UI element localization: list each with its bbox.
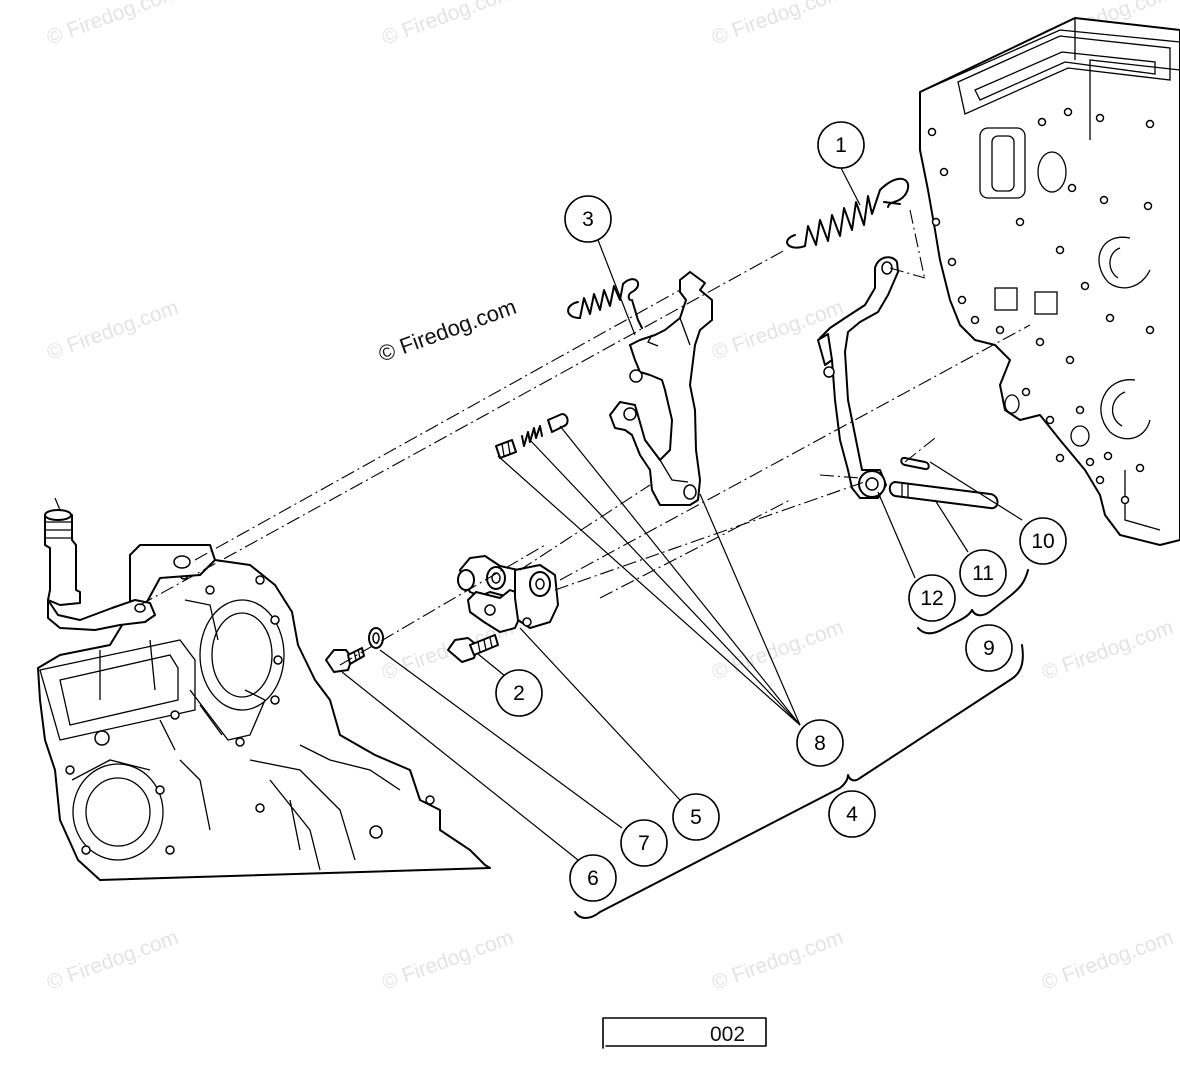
gear-case-housing <box>37 544 491 881</box>
callout-number: 3 <box>582 208 594 231</box>
callout-number: 4 <box>846 803 858 826</box>
callout-number: 6 <box>587 867 599 890</box>
watermark-text: © Firedog.com <box>1039 616 1177 685</box>
adjusting-screw-set <box>495 413 569 459</box>
alignment-lines <box>139 209 1031 666</box>
callout-circle <box>569 854 617 902</box>
watermark-text: © Firedog.com <box>379 926 517 995</box>
callout-number: 12 <box>920 587 943 610</box>
callout-2: 2 <box>495 669 543 717</box>
watermark-text: © Firedog.com <box>44 926 182 995</box>
callout-circle <box>828 790 876 838</box>
lever-bracket <box>457 555 559 633</box>
callout-9: 9 <box>965 624 1013 672</box>
callout-number: 7 <box>638 832 650 855</box>
callout-circle <box>495 669 543 717</box>
callout-number: 9 <box>983 637 995 660</box>
callout-4: 4 <box>828 790 876 838</box>
roll-pin <box>900 456 930 471</box>
callout-circle <box>672 793 720 841</box>
watermark-text: © Firedog.com <box>709 926 847 995</box>
callout-10: 10 <box>1019 517 1067 565</box>
speed-control-lever <box>817 256 899 499</box>
engine-block <box>919 17 1180 546</box>
governor-spring-small <box>567 278 643 329</box>
assembly-brackets <box>574 569 1029 919</box>
callout-8: 8 <box>796 719 844 767</box>
callout-number: 2 <box>513 682 525 705</box>
callout-5: 5 <box>672 793 720 841</box>
engine-block-bolt-holes <box>927 107 1155 505</box>
callout-circle <box>796 719 844 767</box>
callout-number: 8 <box>814 732 826 755</box>
figure-number-box: 002 <box>602 1017 767 1049</box>
watermark-text: © Firedog.com <box>44 0 182 50</box>
mounting-bolt <box>325 647 365 673</box>
governor-spring-large <box>786 177 910 249</box>
callout-circle <box>908 574 956 622</box>
callout-circle <box>564 195 612 243</box>
bracket-bolt <box>447 634 499 663</box>
callout-number: 11 <box>972 562 994 585</box>
watermark-text: © Firedog.com <box>379 0 517 50</box>
figure-number: 002 <box>710 1023 745 1046</box>
leader-lines <box>341 165 1023 861</box>
callout-7: 7 <box>620 819 668 867</box>
callout-1: 1 <box>817 121 865 169</box>
callout-circle <box>959 549 1007 597</box>
watermark-text: © Firedog.com <box>709 0 847 50</box>
callout-number: 10 <box>1031 530 1054 553</box>
callout-11: 11 <box>959 549 1007 597</box>
callout-3: 3 <box>564 195 612 243</box>
callout-12: 12 <box>908 574 956 622</box>
callout-circle <box>620 819 668 867</box>
callout-number: 5 <box>690 806 702 829</box>
governor-lever <box>609 271 713 506</box>
lock-washer <box>368 627 384 649</box>
callout-circle <box>965 624 1013 672</box>
callout-circle <box>1019 517 1067 565</box>
watermark-text: © Firedog.com <box>44 296 182 365</box>
lever-shaft-pin <box>888 481 999 510</box>
callout-number: 1 <box>835 134 847 157</box>
watermark-text: © Firedog.com <box>1039 926 1177 995</box>
callout-6: 6 <box>569 854 617 902</box>
callout-circle <box>817 121 865 169</box>
copyright-credit: © Firedog.com <box>375 294 519 367</box>
governor-shaft <box>44 497 156 631</box>
